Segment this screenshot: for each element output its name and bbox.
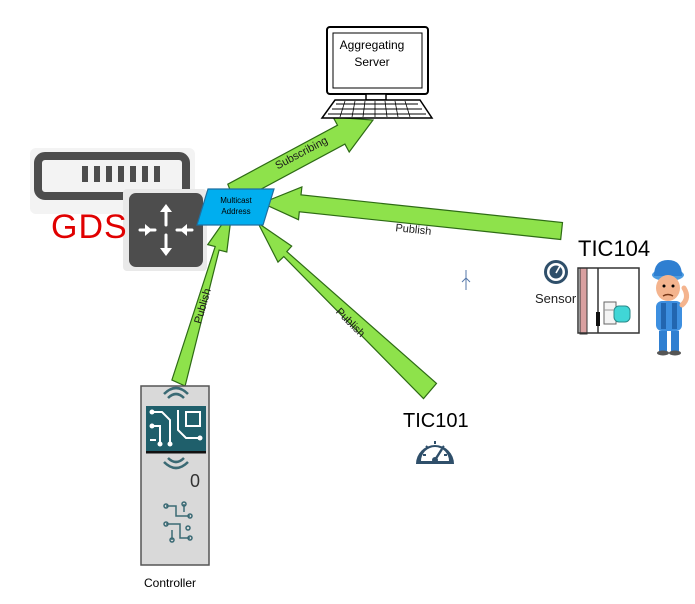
- tic104-workstation: [577, 267, 640, 335]
- gauge-icon: [544, 260, 568, 284]
- multicast-label-line1: Multicast: [220, 196, 252, 205]
- publish-tic104-arrow: [260, 185, 564, 241]
- cursor-mark: [461, 270, 471, 290]
- publish-tic104-label: Publish: [395, 222, 432, 238]
- multicast-address-node[interactable]: [196, 188, 275, 226]
- tic101-gauge[interactable]: [416, 441, 454, 464]
- gds-label: GDS: [51, 208, 128, 246]
- gauge-icon: [416, 441, 454, 464]
- tic101-label: TIC101: [403, 410, 469, 432]
- publish-tic101-arrow: [257, 222, 438, 400]
- sensor-label: Sensor: [535, 291, 577, 306]
- aggregating-server[interactable]: [320, 26, 434, 119]
- keyboard-icon: [320, 99, 434, 119]
- controller-label: Controller: [144, 576, 197, 590]
- controller-device[interactable]: [140, 385, 210, 566]
- circuit-board-icon: [163, 501, 193, 543]
- gds-device[interactable]: [30, 148, 207, 271]
- publish-controller-arrow: [171, 209, 233, 387]
- tic104-label: TIC104: [578, 236, 651, 261]
- tic104-gauge[interactable]: [544, 260, 568, 284]
- monitor-icon: [326, 26, 429, 101]
- wireless-signal-icon: [163, 386, 189, 470]
- server-label-line2: Server: [354, 55, 390, 69]
- controller-value: 0: [190, 471, 201, 491]
- multicast-label-line2: Address: [221, 207, 251, 216]
- router-icon: [123, 189, 207, 271]
- worker-icon: [652, 260, 690, 356]
- server-label-line1: Aggregating: [339, 38, 405, 52]
- circuit-board-icon: [146, 406, 206, 454]
